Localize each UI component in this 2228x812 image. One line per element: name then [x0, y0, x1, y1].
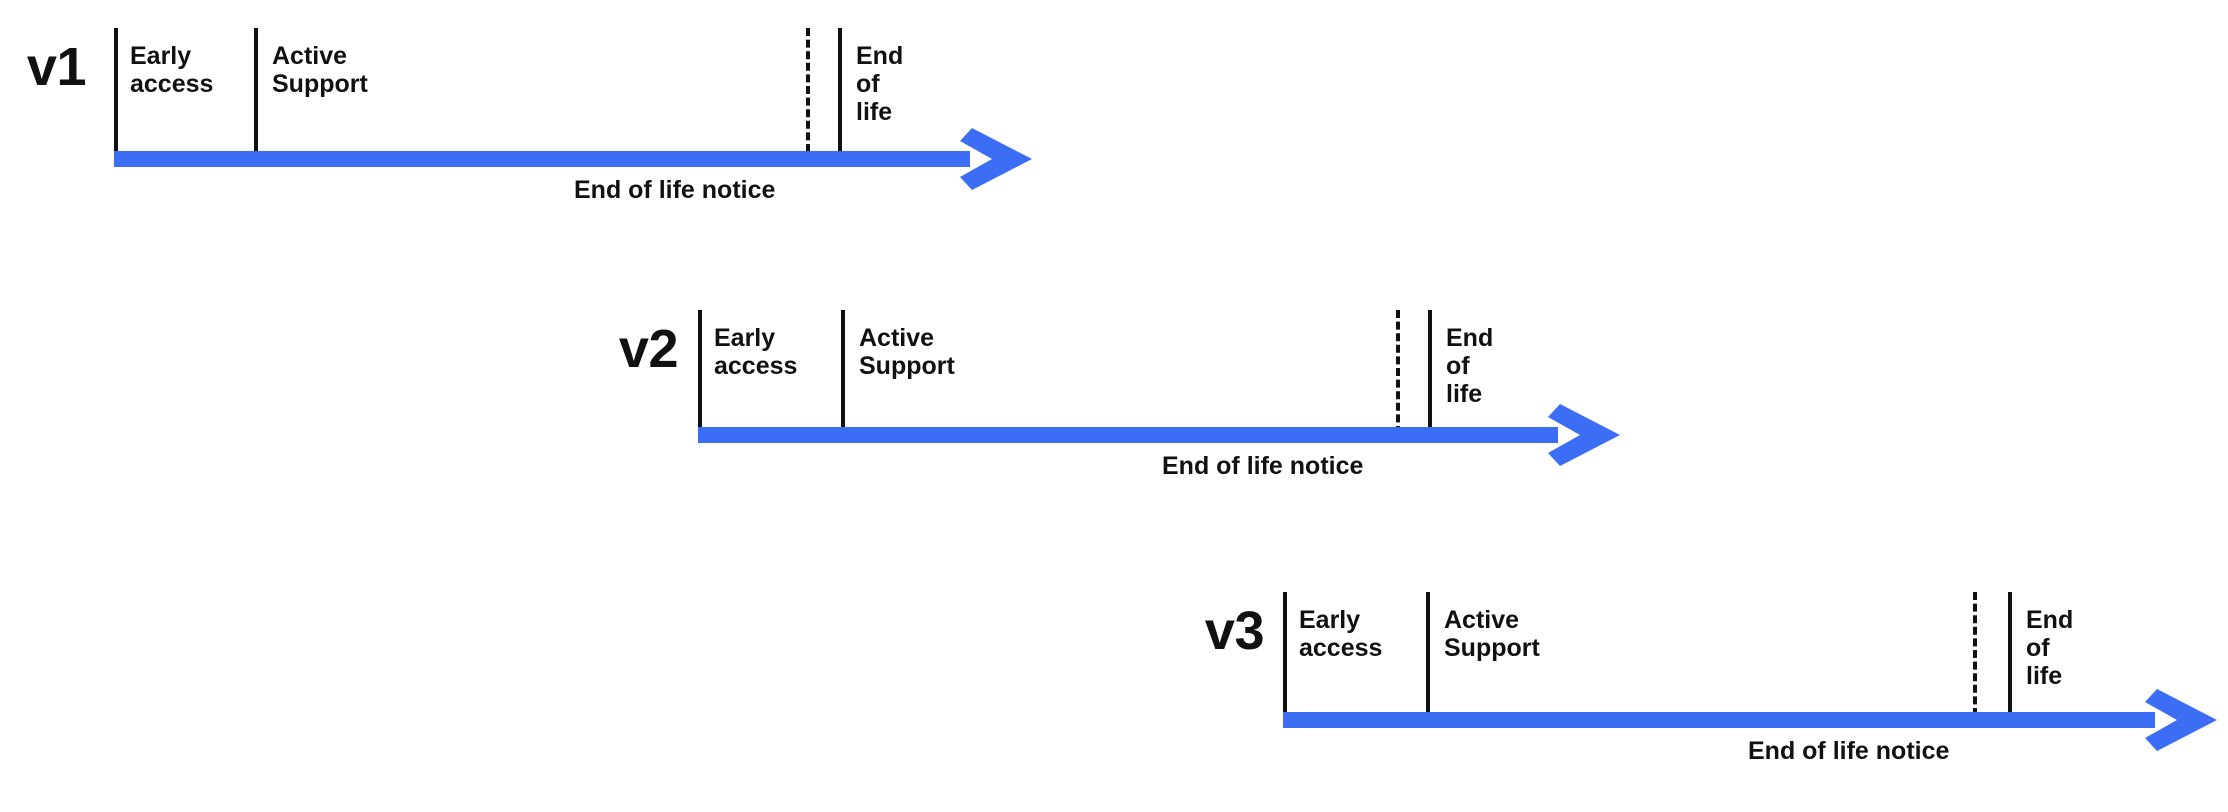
end-of-life-notice-label-v1: End of life notice	[574, 176, 776, 204]
end-of-life-notice-label-v2: End of life notice	[1162, 452, 1364, 480]
phase-tick-end-of-life-v2	[1428, 310, 1432, 434]
phase-label-end-of-life-v2: End of life	[1446, 324, 1494, 408]
phase-label-early-access-v1: Early access	[130, 42, 214, 98]
phase-tick-end-of-life-v3	[2008, 592, 2012, 716]
phase-label-early-access-v2: Early access	[714, 324, 798, 380]
end-of-life-notice-tick-v3	[1973, 592, 1977, 716]
version-label-v3: v3	[1204, 601, 1265, 661]
timeline-shaft-v3	[1283, 712, 2155, 728]
version-label-v2: v2	[618, 319, 679, 379]
phase-label-active-support-v3: Active Support	[1444, 606, 1540, 662]
phase-label-end-of-life-v3: End of life	[2026, 606, 2074, 690]
phase-tick-start-v3	[1283, 592, 1287, 716]
version-label-v1: v1	[26, 37, 87, 97]
phase-tick-active-support-v1	[254, 28, 258, 152]
phase-tick-active-support-v3	[1426, 592, 1430, 716]
end-of-life-notice-label-v3: End of life notice	[1748, 737, 1950, 765]
timeline-arrowhead-icon-v3	[2145, 689, 2217, 751]
phase-label-early-access-v3: Early access	[1299, 606, 1383, 662]
end-of-life-notice-tick-v1	[806, 28, 810, 152]
timeline-arrowhead-icon-v1	[960, 128, 1032, 190]
phase-tick-end-of-life-v1	[838, 28, 842, 152]
phase-label-active-support-v1: Active Support	[272, 42, 368, 98]
phase-tick-start-v2	[698, 310, 702, 434]
phase-tick-active-support-v2	[841, 310, 845, 434]
end-of-life-notice-tick-v2	[1396, 310, 1400, 434]
timeline-shaft-v1	[114, 151, 970, 167]
timeline-arrowhead-icon-v2	[1548, 404, 1620, 466]
phase-label-end-of-life-v1: End of life	[856, 42, 904, 126]
timeline-shaft-v2	[698, 427, 1558, 443]
phase-tick-start-v1	[114, 28, 118, 152]
phase-label-active-support-v2: Active Support	[859, 324, 955, 380]
